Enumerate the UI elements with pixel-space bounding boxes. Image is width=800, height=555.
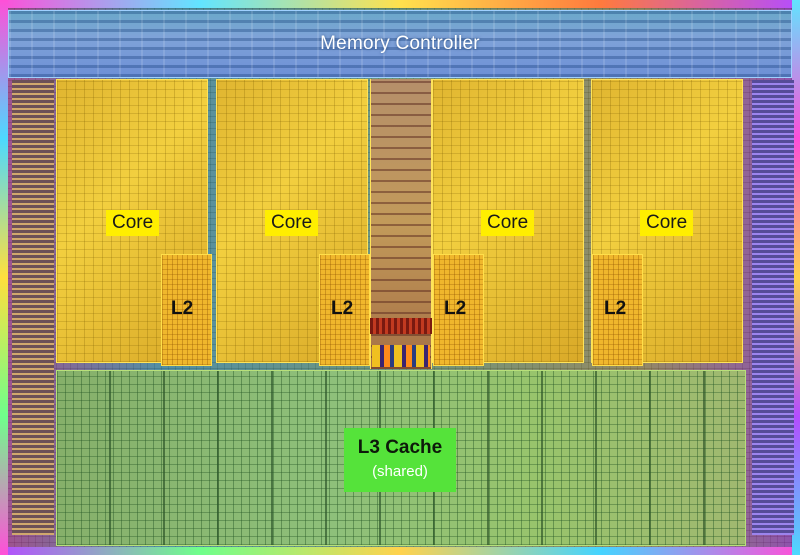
die-edge-left xyxy=(0,0,8,555)
core-label-1: Core xyxy=(106,210,160,236)
l3-cache-subtitle: (shared) xyxy=(372,463,428,480)
core-label-3: Core xyxy=(481,210,535,236)
l2-label-3: L2 xyxy=(444,298,467,319)
l2-cache-block-2 xyxy=(319,254,370,366)
memory-controller-label: Memory Controller xyxy=(320,33,480,54)
core-label-2: Core xyxy=(265,210,319,236)
die-edge-top xyxy=(0,0,800,8)
memory-controller-region xyxy=(8,10,792,78)
uncore-blocks xyxy=(372,345,430,367)
uncore-stripe xyxy=(370,318,432,334)
l2-cache-block-3 xyxy=(433,254,484,366)
l2-cache-block-1 xyxy=(161,254,212,366)
core-region-2 xyxy=(216,79,370,366)
right-io-region xyxy=(752,80,794,535)
l2-label-2: L2 xyxy=(331,298,354,319)
l3-cache-title: L3 Cache xyxy=(357,437,443,458)
l3-label-box: L3 Cache (shared) xyxy=(344,428,456,492)
l2-label-1: L2 xyxy=(171,298,194,319)
core-label-4: Core xyxy=(640,210,694,236)
left-io-region xyxy=(12,80,54,535)
l2-label-4: L2 xyxy=(604,298,627,319)
l2-cache-block-4 xyxy=(592,254,643,366)
die-edge-bottom xyxy=(0,547,800,555)
